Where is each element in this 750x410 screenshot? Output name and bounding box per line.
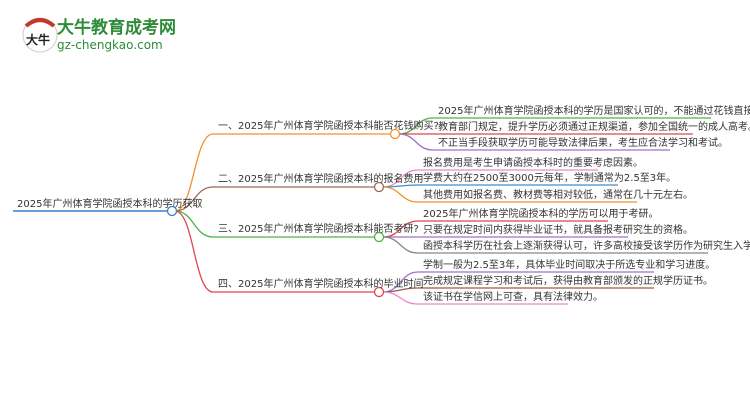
branch-collapse-toggle[interactable] (389, 128, 401, 140)
leaf-link (382, 291, 419, 305)
root-node[interactable]: 2025年广州体育学院函授本科的学历获取 (17, 197, 202, 210)
branch-collapse-toggle[interactable] (373, 181, 385, 193)
logo-url: gz-chengkao.com (57, 38, 163, 52)
leaf-node[interactable]: 不正当手段获取学历可能导致法律后果，考生应合法学习和考试。 (438, 136, 728, 149)
leaf-node[interactable]: 该证书在学信网上可查，具有法律效力。 (423, 290, 603, 303)
logo-title: 大牛教育成考网 (57, 17, 176, 38)
leaf-link (382, 186, 419, 203)
leaf-node[interactable]: 完成规定课程学习和考试后，获得由教育部颁发的正规学历证书。 (423, 274, 713, 287)
branch-node[interactable]: 二、2025年广州体育学院函授本科的报名费用 (218, 172, 423, 185)
branch-node[interactable]: 四、2025年广州体育学院函授本科的毕业时间 (218, 277, 423, 290)
root-collapse-toggle[interactable] (166, 205, 178, 217)
branch-node[interactable]: 三、2025年广州体育学院函授本科能否考研? (218, 222, 419, 235)
leaf-node[interactable]: 报名费用是考生申请函授本科时的重要考虑因素。 (423, 156, 643, 169)
logo: 大牛 大牛教育成考网 gz-chengkao.com (22, 17, 176, 53)
leaf-node[interactable]: 函授本科学历在社会上逐渐获得认可，许多高校接受该学历作为研究生入学条件。 (423, 239, 750, 252)
svg-text:大牛: 大牛 (26, 32, 50, 47)
branch-collapse-toggle[interactable] (373, 231, 385, 243)
leaf-link (398, 133, 434, 151)
branch-link (174, 133, 214, 212)
leaf-node[interactable]: 学制一般为2.5至3年，具体毕业时间取决于所选专业和学习进度。 (423, 258, 715, 271)
branch-link (174, 210, 214, 238)
leaf-node[interactable]: 教育部门规定，提升学历必须通过正规渠道，参加全国统一的成人高考。 (438, 120, 750, 133)
leaf-node[interactable]: 只要在规定时间内获得毕业证书，就具备报考研究生的资格。 (423, 223, 693, 236)
branch-link (174, 210, 214, 293)
leaf-node[interactable]: 学费大约在2500至3000元每年，学制通常为2.5至3年。 (423, 171, 676, 184)
branch-node[interactable]: 一、2025年广州体育学院函授本科能否花钱购买? (218, 119, 439, 132)
leaf-node[interactable]: 2025年广州体育学院函授本科的学历可以用于考研。 (423, 207, 658, 220)
branch-collapse-toggle[interactable] (373, 286, 385, 298)
branch-link (174, 186, 214, 212)
leaf-node[interactable]: 其他费用如报名费、教材费等相对较低，通常在几十元左右。 (423, 188, 693, 201)
leaf-link (382, 236, 419, 254)
leaf-node[interactable]: 2025年广州体育学院函授本科的学历是国家认可的，不能通过花钱直接获得。 (438, 104, 750, 117)
